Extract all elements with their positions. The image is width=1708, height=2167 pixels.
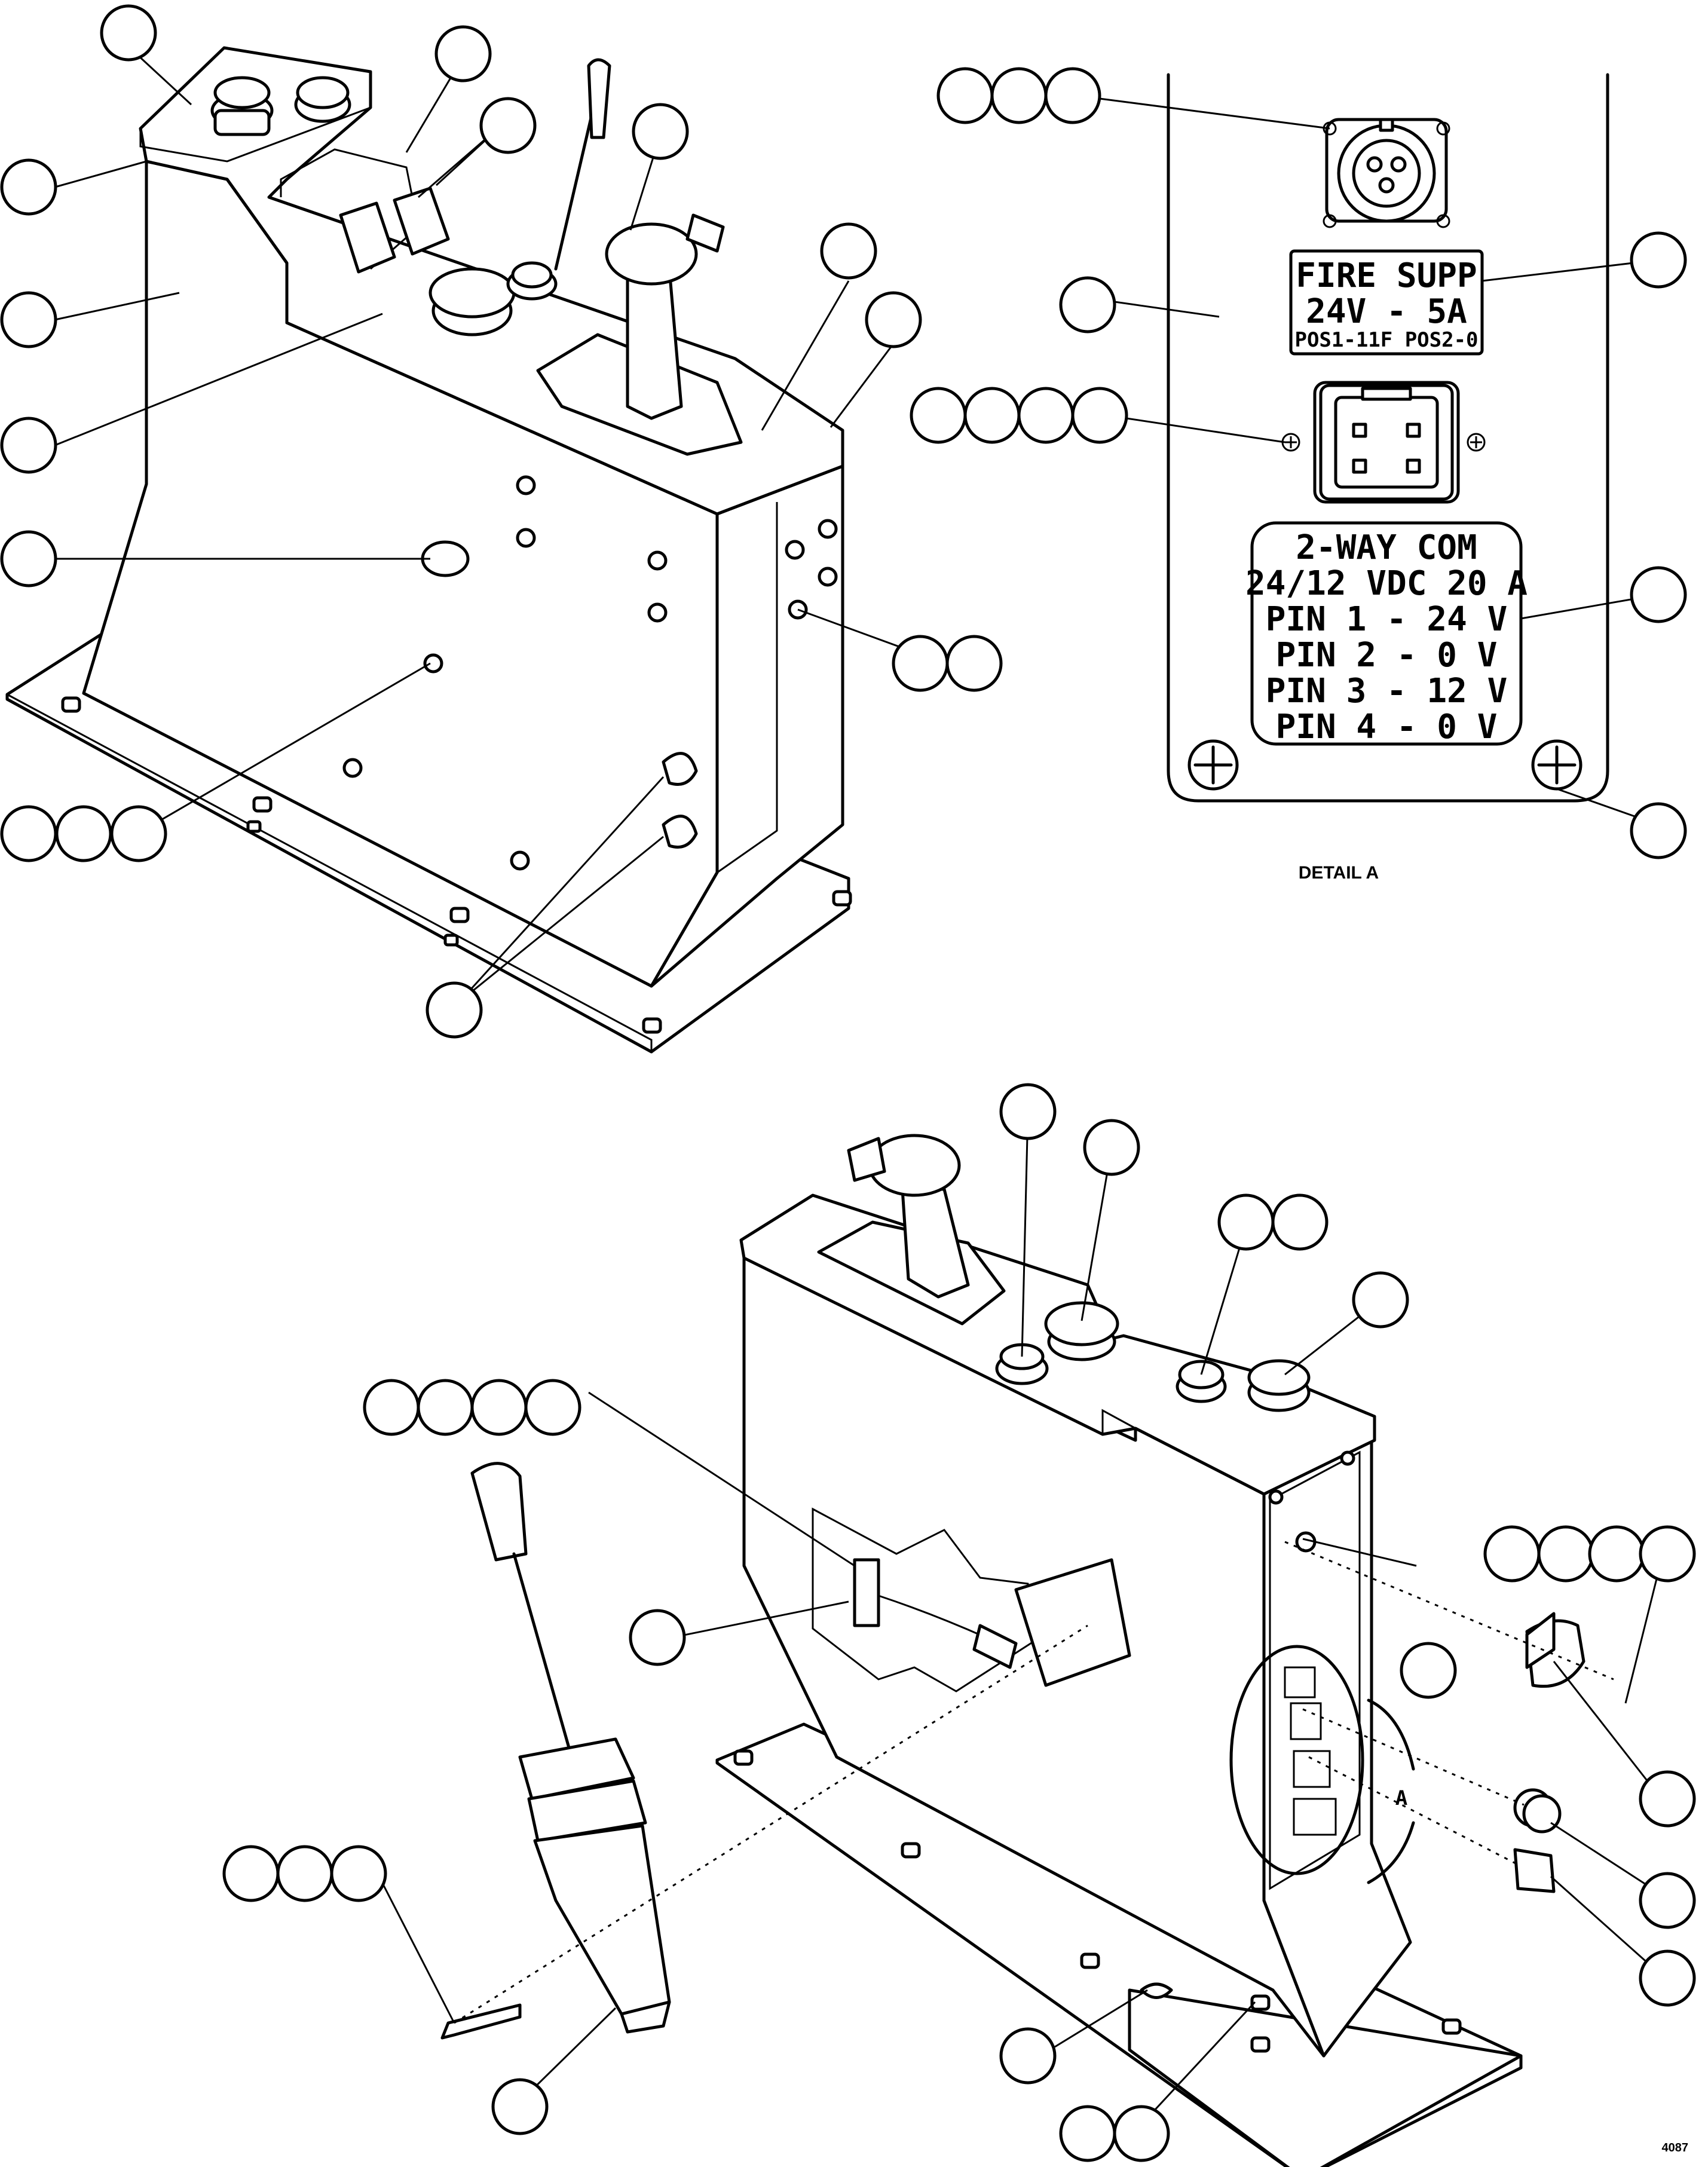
shift-lever bbox=[536, 58, 743, 456]
detail-caption: DETAIL A bbox=[1299, 863, 1379, 883]
leader-lines-detail bbox=[1099, 97, 1659, 826]
console-upper-view bbox=[5, 46, 852, 1054]
joystick-assembly bbox=[470, 1462, 671, 2034]
alignment-lines bbox=[454, 1541, 1614, 2024]
com-pin4: PIN 4 - 0 V bbox=[1276, 708, 1498, 746]
console-lower-view: A bbox=[440, 1134, 1614, 2167]
com-rating: 24/12 VDC 20 A bbox=[1245, 564, 1528, 603]
fire-supp-rating: 24V - 5A bbox=[1306, 292, 1467, 331]
lower-side-panel bbox=[1268, 1450, 1361, 1890]
detail-a-panel: FIRE SUPP 24V - 5A POS1-11F POS2-0 2-WAY… bbox=[1167, 73, 1609, 883]
top-buttons bbox=[210, 76, 558, 336]
fire-supp-title: FIRE SUPP bbox=[1296, 256, 1477, 295]
fire-supp-label-plate bbox=[1289, 249, 1484, 356]
com-label-plate bbox=[1250, 521, 1523, 746]
com-title: 2-WAY COM bbox=[1296, 528, 1477, 567]
lower-right-face bbox=[1262, 1438, 1412, 2058]
lower-base-bolts bbox=[733, 1749, 1462, 2053]
fire-supp-connector bbox=[1323, 118, 1450, 228]
drawing-number: 4087 bbox=[1662, 2141, 1689, 2154]
detail-marker-letter: A bbox=[1395, 1786, 1407, 1810]
lower-side-parts bbox=[440, 1612, 1585, 2040]
fire-supp-positions: POS1-11F POS2-0 bbox=[1294, 328, 1478, 352]
callouts-lower bbox=[222, 1083, 1696, 2162]
detail-a-marker: A bbox=[1229, 1645, 1415, 1884]
callouts-upper bbox=[0, 4, 1003, 1039]
leader-lines-lower bbox=[382, 1111, 1663, 2129]
two-way-com-connector bbox=[1281, 381, 1486, 504]
callouts-detail bbox=[910, 67, 1687, 859]
com-pin2: PIN 2 - 0 V bbox=[1276, 636, 1498, 675]
com-pin1: PIN 1 - 24 V bbox=[1266, 600, 1508, 639]
side-plugs bbox=[342, 475, 838, 871]
com-pin3: PIN 3 - 12 V bbox=[1266, 672, 1508, 711]
lower-shift-lever bbox=[817, 1134, 1006, 1326]
wiring-harness bbox=[812, 1507, 1131, 1692]
